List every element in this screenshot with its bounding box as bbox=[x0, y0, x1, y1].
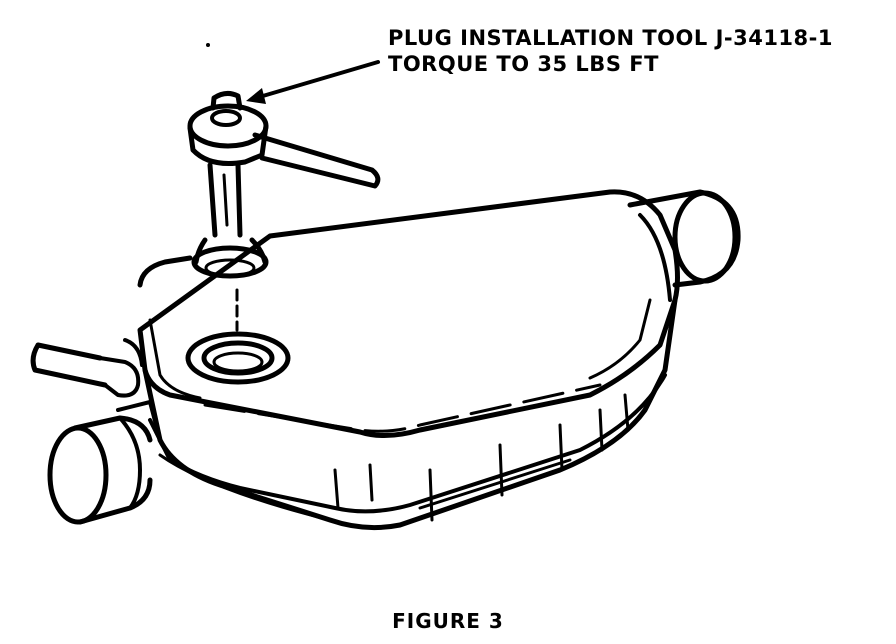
figure-caption: FIGURE 3 bbox=[392, 609, 504, 633]
speck bbox=[206, 43, 210, 47]
installation-tool bbox=[187, 90, 381, 279]
side-tube bbox=[30, 338, 144, 398]
tank-body bbox=[137, 189, 680, 531]
plug-opening bbox=[185, 331, 291, 385]
leader-arrow bbox=[246, 60, 380, 104]
left-outlet-pipe bbox=[47, 400, 162, 525]
right-outlet-pipe bbox=[627, 189, 741, 302]
callout-tool-label: PLUG INSTALLATION TOOL J-34118-1 bbox=[388, 26, 833, 50]
callout-torque-label: TORQUE TO 35 LBS FT bbox=[388, 52, 659, 76]
